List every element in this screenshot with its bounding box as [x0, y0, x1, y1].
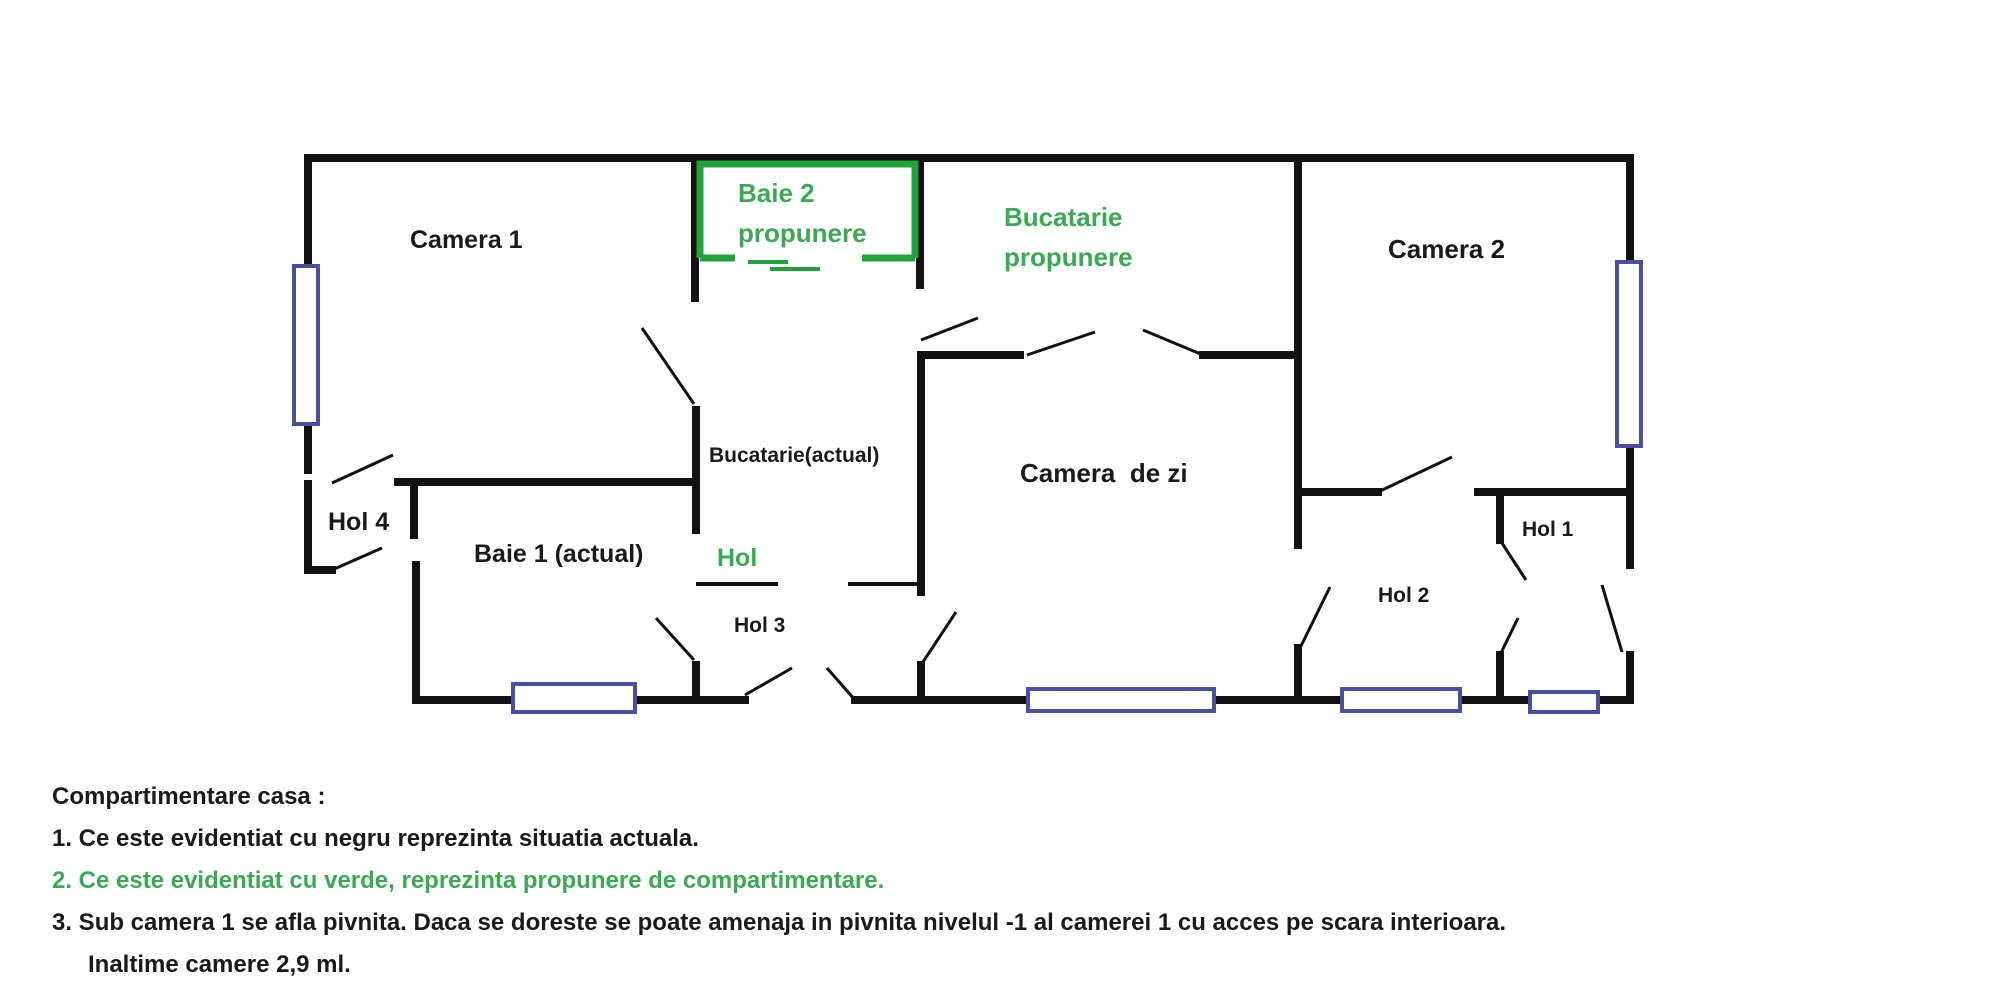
window-cameradezi [1026, 687, 1216, 713]
label-baie1: Baie 1 (actual) [474, 540, 644, 568]
door-hol4-top [331, 453, 394, 485]
label-bucatarie-propunere-line1: Bucatarie [1004, 202, 1123, 232]
door-hol1-right [1600, 584, 1624, 653]
label-hol-propunere: Hol [717, 544, 757, 572]
door-camera2 [1377, 455, 1453, 494]
door-hol1-bottom [1498, 617, 1520, 656]
window-hol1 [1528, 690, 1600, 714]
proposal-doors [748, 260, 820, 271]
door-hol1-top [1498, 539, 1528, 581]
notes-item-1: 1. Ce este evidentiat cu negru reprezint… [52, 825, 699, 852]
door-baie1 [654, 616, 696, 662]
door-hol3-right [825, 667, 857, 701]
room-labels: Camera 1 Baie 2 propunere Bucatarie prop… [328, 178, 1574, 637]
doors [331, 316, 1624, 701]
windows [292, 260, 1643, 714]
label-bucatarie-propunere-line2: propunere [1004, 242, 1133, 272]
door-cameradezi-bottom [919, 611, 958, 666]
baie2-walls [696, 160, 919, 258]
notes-item-4: Inaltime camere 2,9 ml. [88, 951, 351, 978]
door-hol3-left [744, 666, 793, 697]
label-hol2: Hol 2 [1378, 584, 1429, 607]
label-hol4: Hol 4 [328, 508, 389, 536]
notes-title: Compartimentare casa : [52, 783, 326, 810]
label-hol3: Hol 3 [734, 614, 785, 637]
window-hol2 [1340, 687, 1462, 713]
label-hol1: Hol 1 [1522, 518, 1574, 541]
label-camera-de-zi: Camera de zi [1020, 458, 1188, 488]
door-hol2-left [1298, 586, 1332, 649]
door-camera1 [640, 327, 696, 405]
label-bucatarie-actual: Bucatarie(actual) [709, 444, 879, 467]
label-baie2-line1: Baie 2 [738, 178, 815, 208]
label-camera1: Camera 1 [410, 226, 523, 254]
door-bucatarie-left [920, 316, 979, 342]
notes-item-2: 2. Ce este evidentiat cu verde, reprezin… [52, 867, 885, 894]
door-bucatarie-right [1142, 328, 1204, 357]
label-baie2-line2: propunere [738, 218, 867, 248]
door-bucatarie-mid [1026, 330, 1096, 357]
notes-item-3: 3. Sub camera 1 se afla pivnita. Daca se… [52, 909, 1507, 936]
window-camera2 [1615, 260, 1643, 448]
proposal-baie2 [696, 160, 919, 262]
door-hol4-bottom [331, 546, 383, 572]
floor-plan: Camera 1 Baie 2 propunere Bucatarie prop… [292, 154, 1643, 714]
window-baie1 [511, 682, 637, 714]
notes: Compartimentare casa : 1. Ce este eviden… [52, 776, 1952, 986]
label-camera2: Camera 2 [1388, 234, 1505, 264]
window-camera1 [292, 264, 320, 426]
